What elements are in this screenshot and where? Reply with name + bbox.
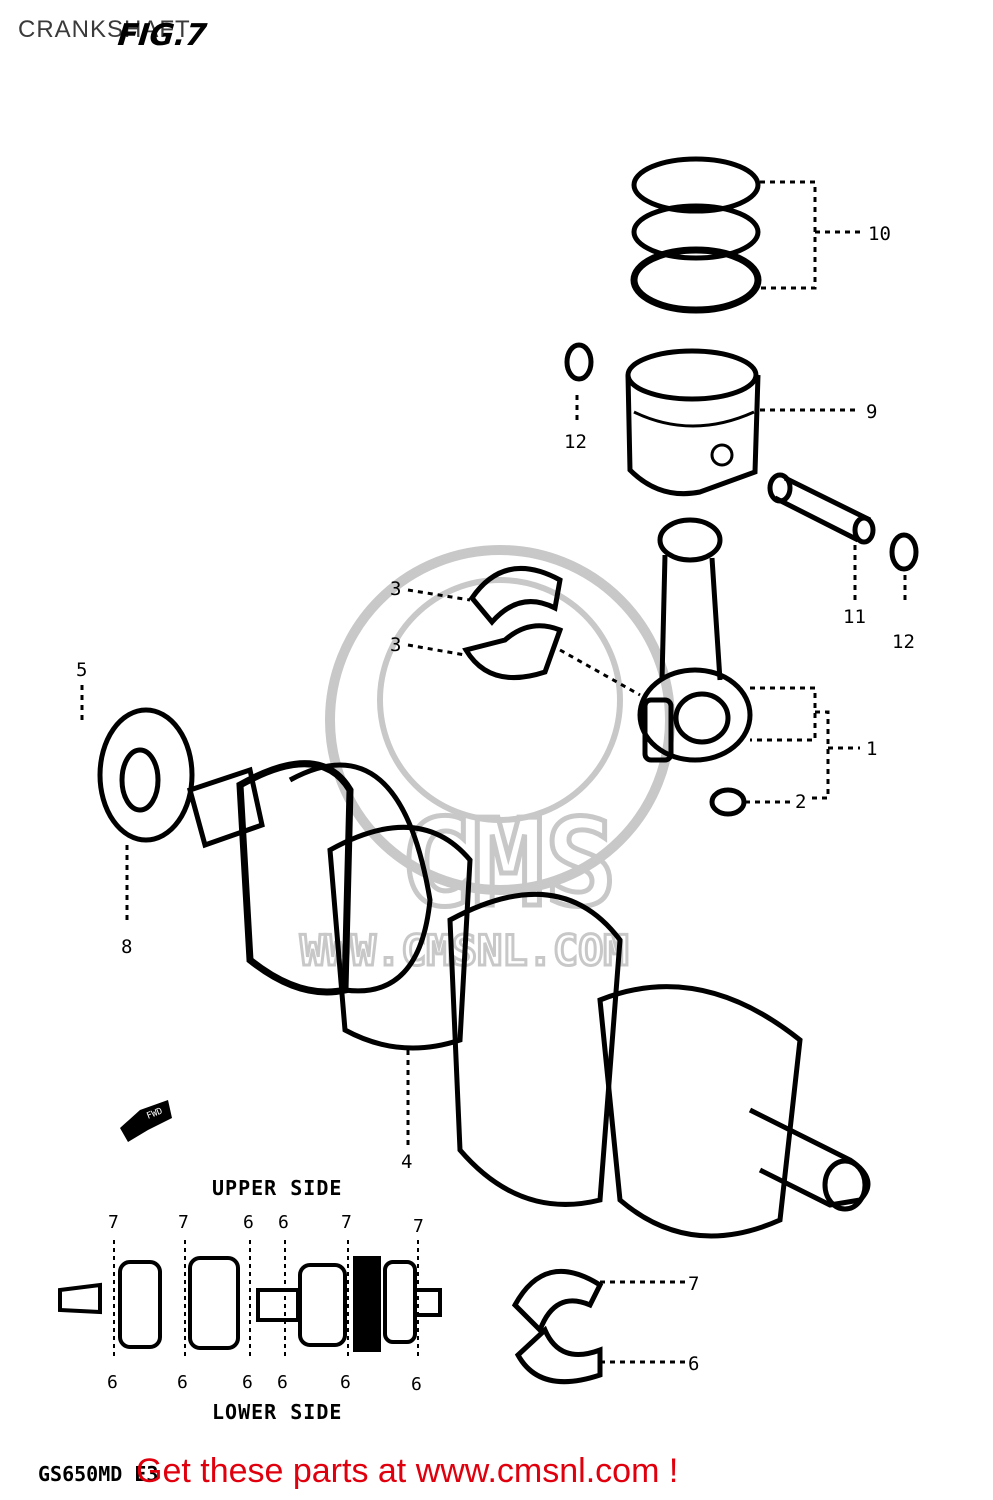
piston-ring-middle bbox=[631, 203, 761, 261]
inset-upper-7b: 7 bbox=[178, 1212, 189, 1233]
callout-2: 2 bbox=[795, 791, 806, 813]
inset-upper-side-label: UPPER SIDE bbox=[212, 1176, 343, 1200]
model-code: GS650MD E3 bbox=[38, 1462, 159, 1486]
callout-12-right: 12 bbox=[892, 631, 915, 653]
inset-upper-7c: 7 bbox=[341, 1212, 352, 1233]
callout-3-lower: 3 bbox=[390, 634, 401, 656]
piston-rings bbox=[630, 156, 762, 314]
callout-5: 5 bbox=[76, 659, 87, 681]
piston-ring-oil bbox=[630, 246, 762, 314]
inset-upper-7a: 7 bbox=[108, 1212, 119, 1233]
oil-seal bbox=[97, 707, 195, 843]
inset-crankshaft bbox=[58, 1256, 442, 1352]
inset-upper-6b: 6 bbox=[278, 1212, 289, 1233]
connecting-rod bbox=[637, 517, 753, 763]
piston-pin bbox=[767, 472, 876, 545]
callout-11: 11 bbox=[843, 606, 866, 628]
callout-6-bearing: 6 bbox=[688, 1353, 699, 1375]
inset-lower-side-label: LOWER SIDE bbox=[212, 1400, 343, 1424]
callout-8: 8 bbox=[121, 936, 132, 958]
inset-upper-7d: 7 bbox=[413, 1216, 424, 1237]
inset-lower-6b: 6 bbox=[177, 1372, 188, 1393]
watermark-face bbox=[377, 577, 623, 823]
rod-nut bbox=[709, 787, 747, 817]
leader-lines bbox=[80, 180, 907, 1364]
watermark-text: CMS bbox=[400, 795, 617, 934]
page-title: CRANKSHAFT bbox=[18, 16, 191, 43]
rod-bearings bbox=[462, 565, 564, 681]
inset-lower-6c: 6 bbox=[242, 1372, 253, 1393]
inset-lower-6d: 6 bbox=[277, 1372, 288, 1393]
fwd-arrow bbox=[120, 1100, 172, 1142]
piston bbox=[625, 348, 761, 497]
piston-ring-top bbox=[631, 156, 761, 214]
callout-1: 1 bbox=[866, 738, 877, 760]
inset-lower-6e: 6 bbox=[340, 1372, 351, 1393]
crankshaft bbox=[186, 760, 871, 1239]
circlip-right bbox=[889, 532, 919, 572]
callout-9: 9 bbox=[866, 401, 877, 423]
shop-link-text[interactable]: Get these parts at www.cmsnl.com ! bbox=[136, 1452, 679, 1490]
inset-guides bbox=[113, 1240, 419, 1360]
inset-lower-6f: 6 bbox=[411, 1374, 422, 1395]
callout-12-left: 12 bbox=[564, 431, 587, 453]
inset-lower-6a: 6 bbox=[107, 1372, 118, 1393]
circlip-left bbox=[564, 342, 594, 382]
callout-4: 4 bbox=[401, 1151, 412, 1173]
inset-upper-6a: 6 bbox=[243, 1212, 254, 1233]
callout-7-bearing: 7 bbox=[688, 1273, 699, 1295]
main-bearings bbox=[511, 1268, 604, 1385]
callout-3-upper: 3 bbox=[390, 578, 401, 600]
callout-10: 10 bbox=[868, 223, 891, 245]
